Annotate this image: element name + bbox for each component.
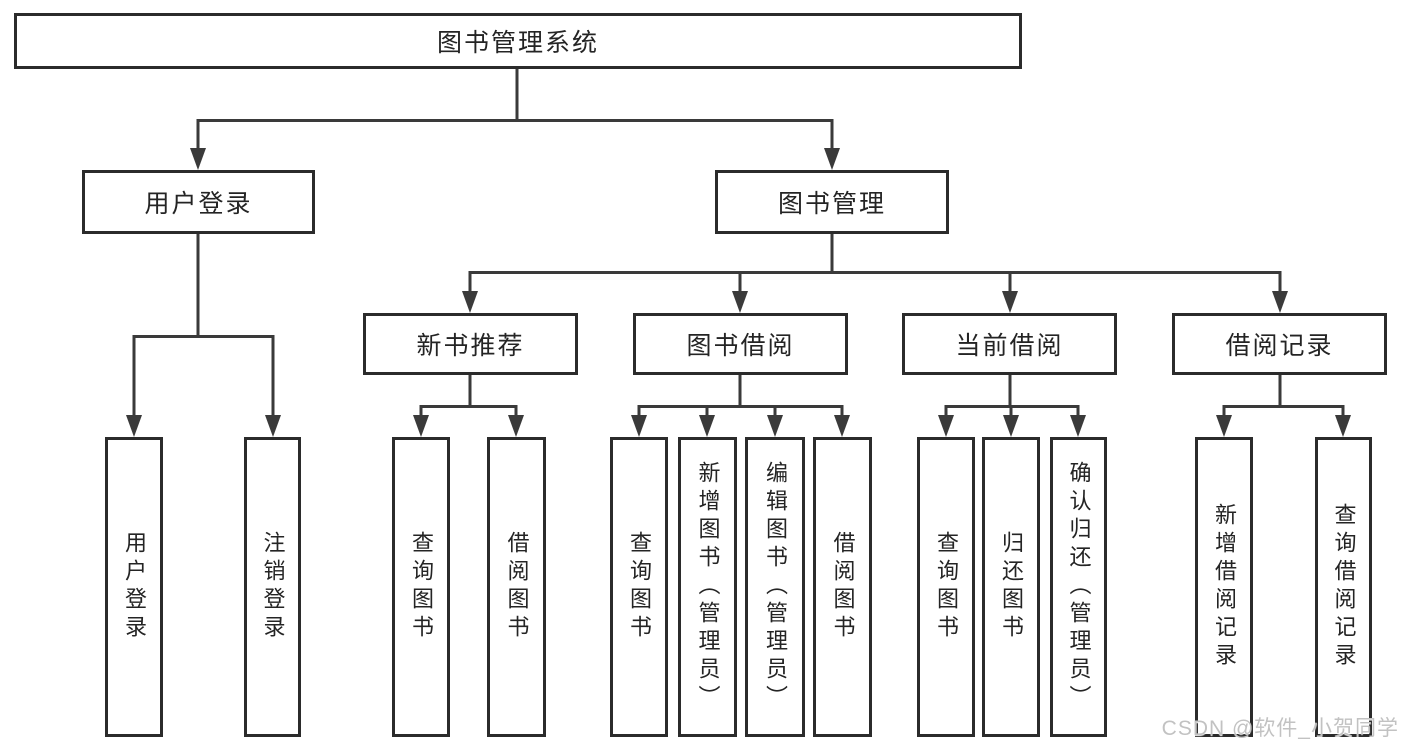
leaf-query-books: 查询图书 (610, 437, 668, 737)
connector-book-borrow-branch (631, 375, 850, 437)
arrow-down-icon (1272, 291, 1288, 313)
connector-borrow-records-branch (1216, 375, 1351, 437)
leaf-confirm-return-admin: 确认归还（管理员） (1050, 437, 1107, 737)
node-label: 图书管理 (777, 190, 886, 218)
csdn-watermark: CSDN @软件_小贺同学 (1161, 717, 1399, 740)
connector-new-book-rec-branch (413, 375, 524, 437)
leaf-query-books: 查询图书 (917, 437, 975, 737)
connector-line (132, 234, 275, 418)
arrow-down-icon (1003, 415, 1019, 437)
node-label: 注销登录 (260, 531, 286, 643)
node-current-borrow: 当前借阅 (902, 313, 1117, 375)
arrow-down-icon (699, 415, 715, 437)
arrow-down-icon (462, 291, 478, 313)
arrow-down-icon (938, 415, 954, 437)
leaf-edit-book-admin: 编辑图书（管理员） (745, 437, 805, 737)
node-label: 确认归还（管理员） (1066, 461, 1092, 713)
leaf-add-borrow-record: 新增借阅记录 (1195, 437, 1253, 737)
arrow-down-icon (126, 415, 142, 437)
connector-user-login-branch (126, 234, 281, 437)
connector-line (944, 375, 1080, 418)
node-label: 当前借阅 (955, 332, 1064, 360)
connector-line (468, 234, 1282, 294)
node-label: 查询图书 (627, 531, 652, 643)
leaf-return-book: 归还图书 (982, 437, 1040, 737)
arrow-down-icon (824, 148, 840, 170)
node-root-system: 图书管理系统 (14, 13, 1022, 69)
arrow-down-icon (1002, 291, 1018, 313)
node-label: 新增借阅记录 (1212, 503, 1237, 671)
leaf-borrow-books: 借阅图书 (487, 437, 546, 737)
node-label: 用户登录 (144, 190, 253, 218)
leaf-logout: 注销登录 (244, 437, 301, 737)
node-label: 图书管理系统 (436, 29, 599, 57)
node-book-management: 图书管理 (715, 170, 949, 234)
arrow-down-icon (508, 415, 524, 437)
arrow-down-icon (1335, 415, 1351, 437)
node-label: 查询借阅记录 (1331, 503, 1357, 671)
node-label: 借阅记录 (1225, 332, 1334, 360)
node-label: 借阅图书 (504, 531, 530, 643)
node-user-login: 用户登录 (82, 170, 315, 234)
node-label: 查询图书 (409, 531, 434, 643)
node-label: 借阅图书 (830, 531, 856, 643)
leaf-borrow-books: 借阅图书 (813, 437, 872, 737)
node-label: 编辑图书（管理员） (763, 461, 788, 713)
arrow-down-icon (732, 291, 748, 313)
node-label: 新书推荐 (416, 332, 525, 360)
node-label: 新增图书（管理员） (695, 461, 721, 713)
arrow-down-icon (190, 148, 206, 170)
node-label: 用户登录 (122, 531, 147, 643)
arrow-down-icon (1216, 415, 1232, 437)
connector-line (196, 69, 834, 151)
node-label: 图书借阅 (686, 332, 795, 360)
leaf-user-login: 用户登录 (105, 437, 163, 737)
arrow-down-icon (767, 415, 783, 437)
connector-root-to-level2 (190, 69, 840, 170)
arrow-down-icon (1070, 415, 1086, 437)
connector-line (1222, 375, 1345, 418)
arrow-down-icon (834, 415, 850, 437)
node-borrow-records: 借阅记录 (1172, 313, 1387, 375)
connector-line (637, 375, 844, 418)
node-label: 归还图书 (999, 531, 1024, 643)
arrow-down-icon (413, 415, 429, 437)
connector-line (419, 375, 518, 418)
connector-current-borrow-branch (938, 375, 1086, 437)
node-book-borrow: 图书借阅 (633, 313, 848, 375)
leaf-query-borrow-record: 查询借阅记录 (1315, 437, 1372, 737)
leaf-add-book-admin: 新增图书（管理员） (678, 437, 737, 737)
leaf-query-books: 查询图书 (392, 437, 450, 737)
arrow-down-icon (631, 415, 647, 437)
connector-book-mgmt-to-level3 (462, 234, 1288, 313)
node-new-book-recommend: 新书推荐 (363, 313, 578, 375)
node-label: 查询图书 (934, 531, 959, 643)
arrow-down-icon (265, 415, 281, 437)
